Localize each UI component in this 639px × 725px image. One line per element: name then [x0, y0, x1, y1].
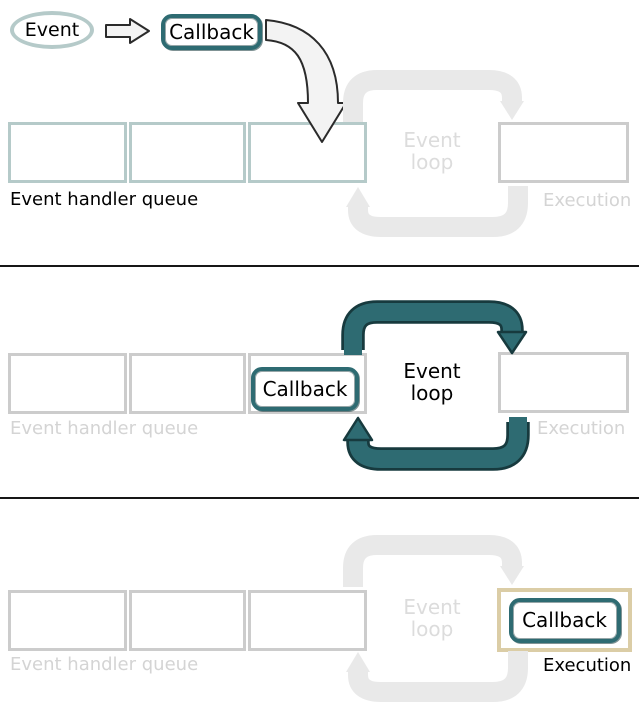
execution-box	[498, 122, 629, 183]
queue-slot	[8, 353, 127, 414]
callback-label: Callback	[262, 377, 348, 401]
event-loop-label: Event loop	[403, 595, 461, 641]
execution-label: Execution	[543, 655, 632, 676]
callback-box: Callback	[251, 367, 359, 411]
queue-slot: Callback	[248, 353, 367, 414]
queue-slot	[8, 590, 127, 651]
event-handler-queue: Callback	[8, 353, 367, 414]
panel-callback-executing: Event loop Callback Event handler queue …	[0, 499, 639, 725]
queue-slot	[129, 122, 246, 183]
execution-box	[498, 352, 629, 413]
queue-slot	[248, 590, 367, 651]
callback-label: Callback	[169, 20, 254, 44]
execution-label: Execution	[543, 190, 632, 211]
event-loop-label: Event loop	[403, 359, 461, 405]
callback-box: Callback	[508, 597, 621, 643]
panel-loop-picks-callback: Callback Event loop Event handler queue …	[0, 267, 639, 497]
event-loop-label: Event loop	[403, 128, 461, 174]
panel-divider	[0, 265, 639, 267]
right-block-arrow-icon	[105, 18, 150, 44]
queue-slot	[129, 590, 246, 651]
queue-label: Event handler queue	[10, 654, 199, 675]
panel-divider	[0, 497, 639, 499]
queue-label: Event handler queue	[10, 418, 199, 439]
event-handler-queue	[8, 122, 367, 183]
queue-label: Event handler queue	[10, 189, 199, 210]
queue-slot	[129, 353, 246, 414]
callback-box: Callback	[161, 14, 262, 50]
queue-slot	[248, 122, 367, 183]
event-oval: Event	[10, 11, 94, 49]
queue-slot	[8, 122, 127, 183]
event-handler-queue	[8, 590, 367, 651]
callback-label: Callback	[522, 608, 607, 632]
panel-event-enqueued: Event Callback Event loop Event handl	[0, 0, 639, 265]
event-label: Event	[24, 19, 80, 41]
execution-box: Callback	[497, 588, 632, 652]
execution-label: Execution	[537, 418, 626, 439]
